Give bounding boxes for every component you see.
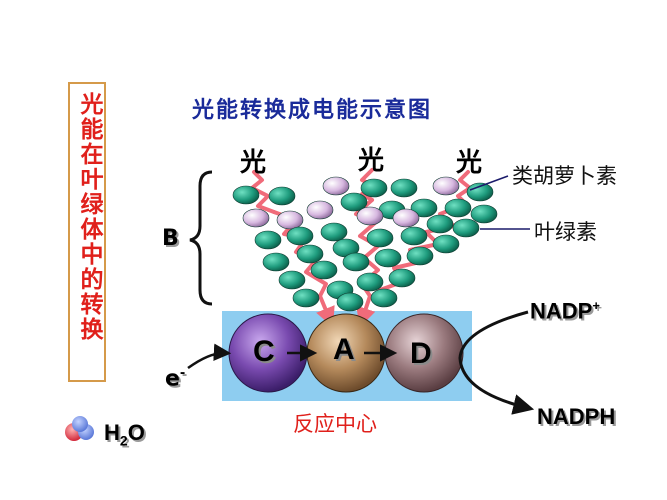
light-label-2: 光 (358, 146, 385, 176)
chlorophyll-molecule (406, 246, 434, 266)
chlorophyll-molecule (292, 288, 320, 308)
reaction-center-label: 反应中心 (293, 412, 377, 436)
carotenoid-molecule (432, 176, 460, 196)
pigment-molecules (232, 176, 498, 312)
carotenoid-molecule (356, 206, 384, 226)
pigment-brace (189, 170, 213, 306)
chlorophyll-molecule (388, 268, 416, 288)
vertical-title-box: 光能在叶绿体中的转换 (68, 82, 106, 382)
chlorophyll-molecule (400, 226, 428, 246)
chlorophyll-molecule (340, 192, 368, 212)
chlorophyll-molecule (366, 228, 394, 248)
nadph-label: NADPH (537, 404, 616, 429)
molecule-d-label: D (410, 337, 432, 370)
chlorophyll-molecule (452, 218, 480, 238)
chlorophyll-molecule (320, 222, 348, 242)
chlorophyll-molecule (370, 288, 398, 308)
chlorophyll-molecule (310, 260, 338, 280)
electron-arrow (187, 343, 232, 370)
nadp-reduction-arrow (458, 310, 535, 415)
chlorophyll-label: 叶绿素 (534, 220, 597, 244)
molecule-c-label: C (253, 335, 275, 368)
chlorophyll-molecule (262, 252, 290, 272)
chlorophyll-molecule (342, 252, 370, 272)
molecule-a-label: A (333, 333, 355, 366)
chlorophyll-molecule (278, 270, 306, 290)
chlorophyll-molecule (432, 234, 460, 254)
chlorophyll-molecule (426, 214, 454, 234)
carotenoid-molecule (276, 210, 304, 230)
pigment-group-label: B (162, 226, 179, 251)
carotenoid-leader-line (469, 175, 509, 191)
chlorophyll-molecule (254, 230, 282, 250)
carotenoid-label: 类胡萝卜素 (512, 164, 617, 188)
chlorophyll-molecule (268, 186, 296, 206)
carotenoid-molecule (306, 200, 334, 220)
light-label-1: 光 (240, 148, 267, 178)
carotenoid-molecule (242, 208, 270, 228)
chlorophyll-molecule (296, 244, 324, 264)
chlorophyll-molecule (374, 248, 402, 268)
carotenoid-molecule (322, 176, 350, 196)
carotenoid-molecule (392, 208, 420, 228)
chlorophyll-molecule (390, 178, 418, 198)
chlorophyll-molecule (410, 198, 438, 218)
water-molecule-icon (65, 416, 94, 441)
chlorophyll-molecule (360, 178, 388, 198)
chlorophyll-molecule (232, 185, 260, 205)
water-label: H2O (104, 420, 145, 449)
chlorophyll-molecule (444, 198, 472, 218)
nadp-plus-label: NADP+ (530, 298, 600, 324)
electron-label: e- (165, 366, 186, 392)
light-label-3: 光 (456, 148, 483, 178)
chlorophyll-molecule (466, 182, 494, 202)
chlorophyll-molecule (470, 204, 498, 224)
diagram-title: 光能转换成电能示意图 (192, 97, 433, 123)
chlorophyll-molecule (336, 292, 364, 312)
vertical-title: 光能在叶绿体中的转换 (76, 92, 103, 342)
chlorophyll-molecule (286, 226, 314, 246)
chlorophyll-molecule (356, 272, 384, 292)
